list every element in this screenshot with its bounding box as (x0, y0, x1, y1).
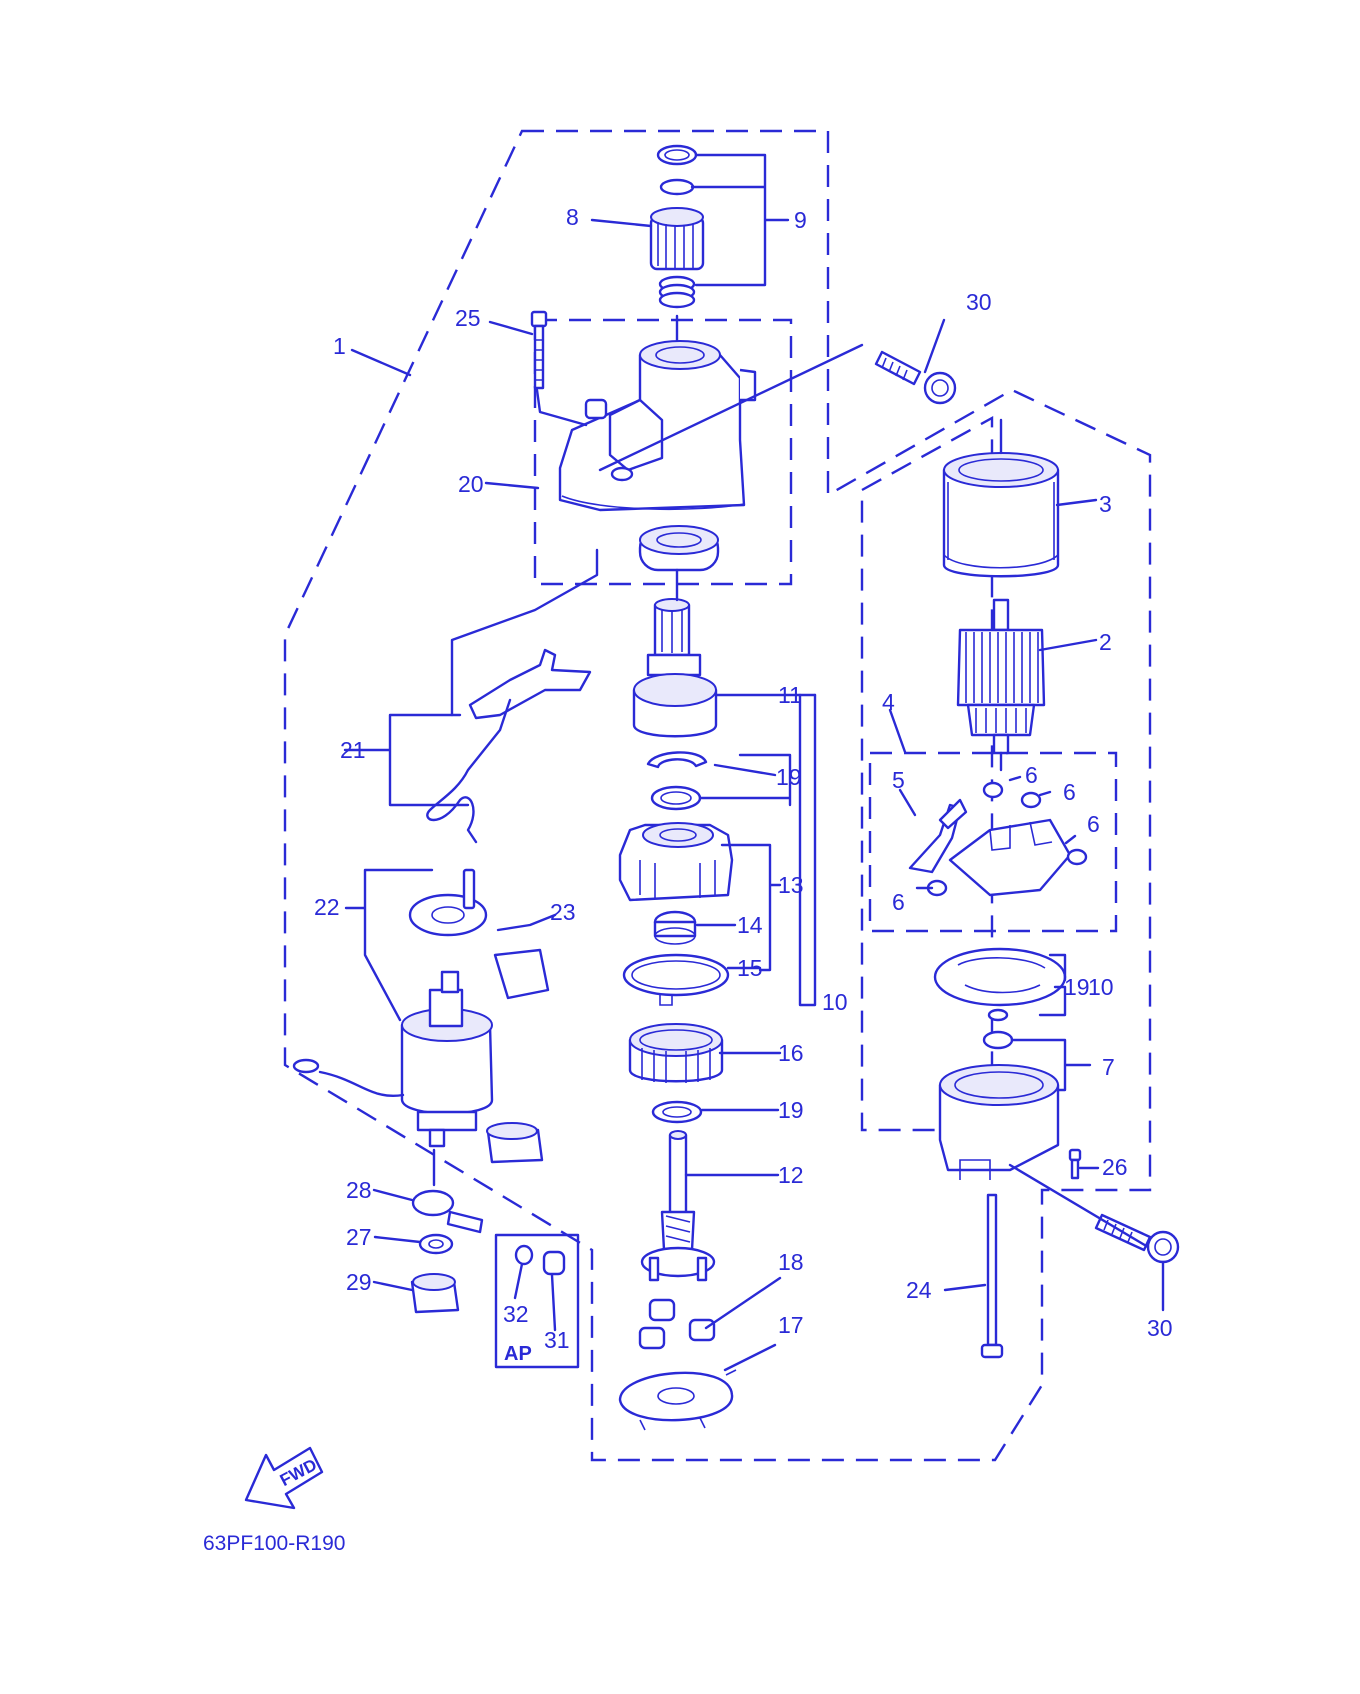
callout-14: 14 (737, 912, 763, 938)
drive-column (618, 598, 737, 1431)
through-bolt-25 (530, 310, 548, 390)
clip-ring (659, 178, 695, 196)
callout-27: 27 (346, 1224, 372, 1250)
callout-5: 5 (892, 767, 905, 793)
callout-6b: 6 (1063, 779, 1076, 805)
yoke (942, 452, 1060, 578)
callout-2: 2 (1099, 629, 1112, 655)
callout-16: 16 (778, 1040, 804, 1066)
callout-15: 15 (737, 955, 763, 981)
drawing-code: 63PF100-R190 (203, 1532, 345, 1555)
callout-25: 25 (455, 305, 481, 331)
pinion-spring (658, 275, 696, 309)
callout-20: 20 (458, 471, 484, 497)
front-bearing (638, 525, 720, 572)
assembly-boundaries (283, 129, 1152, 1462)
brush-plate (933, 947, 1067, 1022)
callout-19b: 19 (778, 1097, 804, 1123)
callout-4: 4 (882, 689, 895, 715)
callout-26: 26 (1102, 1154, 1128, 1180)
callout-11: 11 (778, 682, 802, 708)
callout-18: 18 (778, 1249, 804, 1275)
pinion-stack (649, 144, 705, 350)
callout-17: 17 (778, 1312, 804, 1338)
callout-32: 32 (503, 1301, 529, 1327)
callout-labels: 1 2 3 4 5 6 6 6 6 7 8 9 10 10 11 12 13 1… (314, 204, 1173, 1365)
boundary-starter-assembly (283, 129, 1152, 1462)
solenoid (292, 868, 550, 1164)
through-bolt-24 (980, 1193, 1004, 1359)
brush-holder (908, 781, 1088, 897)
shift-lever (426, 648, 592, 844)
leader-lines (343, 153, 1165, 1372)
callout-21: 21 (340, 737, 366, 763)
bolt-30-top (874, 350, 957, 405)
callout-24: 24 (906, 1277, 932, 1303)
rear-cover (938, 1030, 1060, 1180)
callout-1: 1 (333, 333, 346, 359)
callout-9: 9 (794, 207, 807, 233)
callout-19c: 19 (1064, 974, 1090, 1000)
boundary-front-housing (533, 318, 793, 586)
callout-31: 31 (544, 1327, 570, 1353)
callout-3: 3 (1099, 491, 1112, 517)
callout-19a: 19 (776, 764, 802, 790)
callout-6c: 6 (1087, 811, 1100, 837)
screw-26 (1068, 1148, 1082, 1180)
pinion-gear (649, 207, 705, 271)
fwd-direction-arrow: FWD (244, 1446, 324, 1510)
callout-29: 29 (346, 1269, 372, 1295)
stopper-ring-top (656, 144, 698, 166)
boundary-ap-kit (494, 1233, 580, 1369)
callout-30b: 30 (1147, 1315, 1173, 1341)
planet-gears (638, 1298, 716, 1350)
callout-22: 22 (314, 894, 340, 920)
callout-8: 8 (566, 204, 579, 230)
callout-13: 13 (778, 872, 804, 898)
armature (956, 598, 1046, 755)
front-housing (558, 340, 757, 512)
callout-10b: 10 (1088, 974, 1114, 1000)
ap-kit-label: AP (504, 1343, 532, 1365)
callout-10a: 10 (822, 989, 848, 1015)
callout-12: 12 (778, 1162, 804, 1188)
terminal-hardware (410, 1189, 566, 1314)
callout-7: 7 (1102, 1054, 1115, 1080)
callout-6d: 6 (892, 889, 905, 915)
callout-30a: 30 (966, 289, 992, 315)
callout-23: 23 (550, 899, 576, 925)
callout-6a: 6 (1025, 762, 1038, 788)
callout-28: 28 (346, 1177, 372, 1203)
